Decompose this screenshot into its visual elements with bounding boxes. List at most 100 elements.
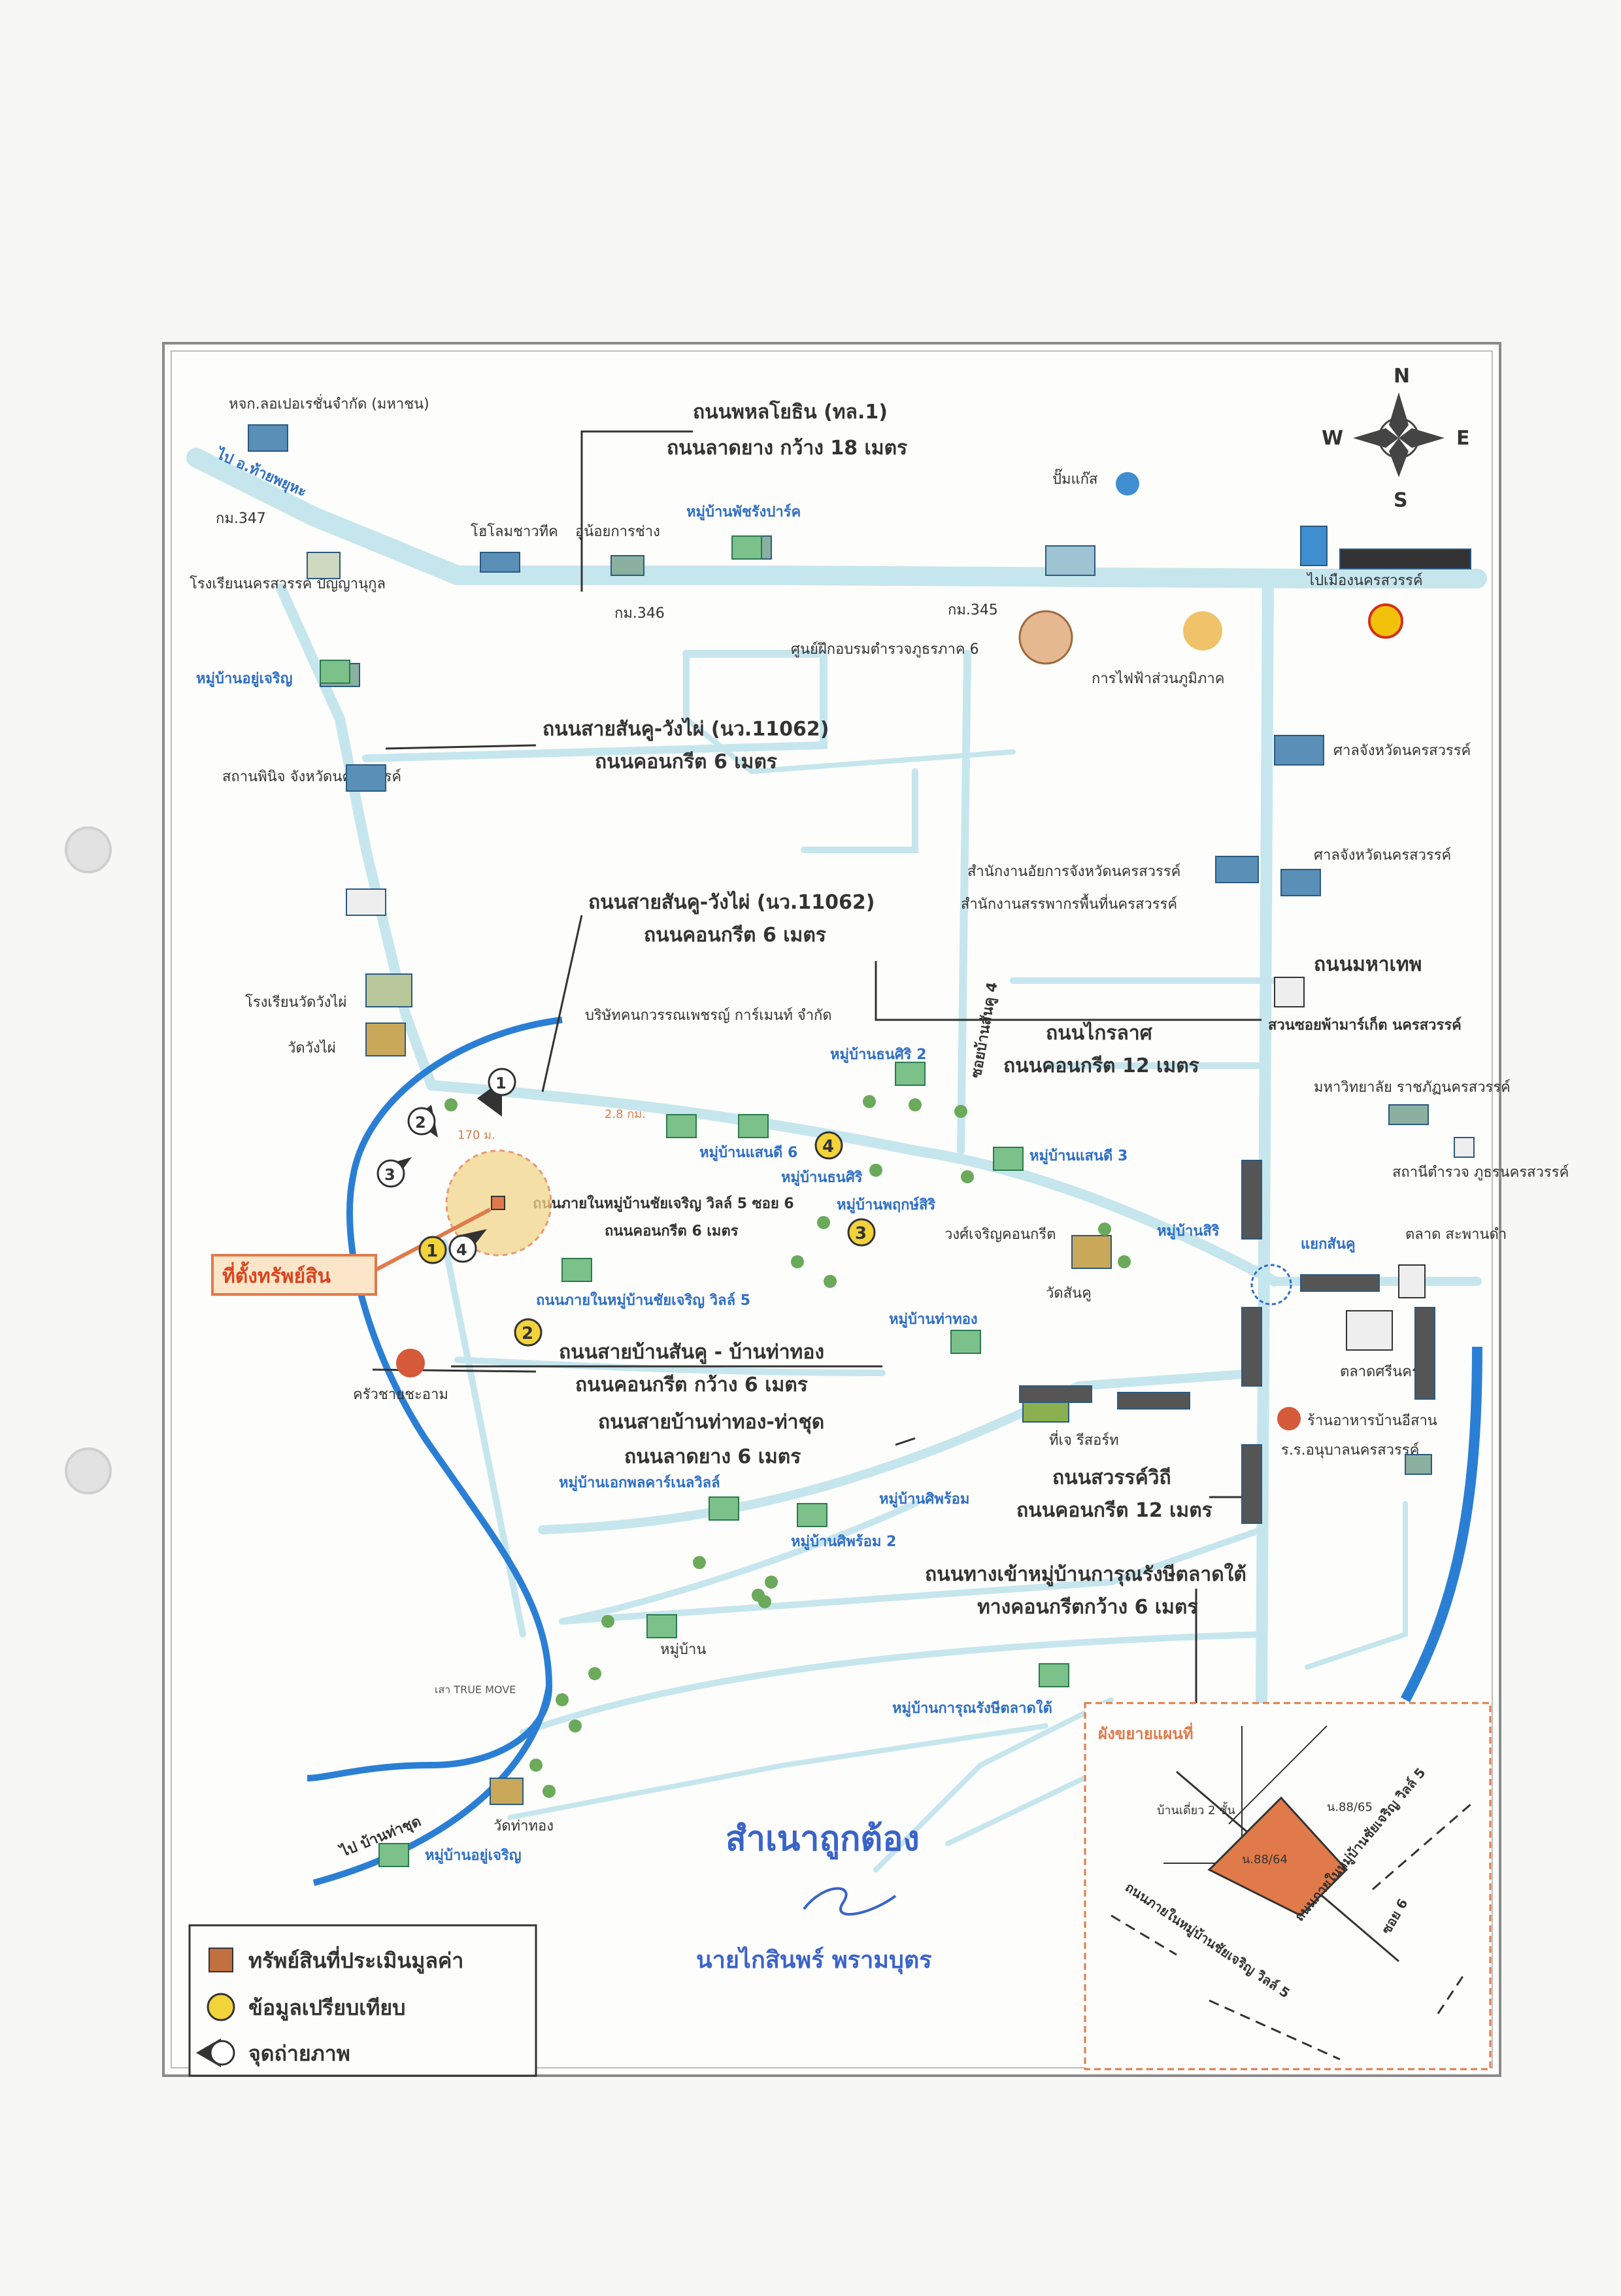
- place-p44: หมู่บ้านศิพร้อม: [879, 1491, 969, 1508]
- place-p22: บริษัทคนกวรรณเพชรญ์ การ์เมนท์ จำกัด: [585, 1007, 832, 1024]
- building-icon: [1274, 977, 1305, 1007]
- place-p20: โรงเรียนวัดวังไผ่: [245, 994, 346, 1011]
- village-icon: [993, 1147, 1024, 1171]
- place-p8: หมู่บ้านพัชรังปาร์ค: [686, 503, 801, 521]
- building-icon: [365, 973, 412, 1007]
- building-icon: [248, 424, 288, 452]
- village-icon: [1039, 1663, 1069, 1687]
- place-p45: หมู่บ้านศิพร้อม 2: [791, 1534, 896, 1551]
- asset-label: ที่ตั้งทรัพย์สิน: [222, 1261, 331, 1288]
- distance-d2: 170 ม.: [458, 1128, 495, 1142]
- building-icon: [480, 552, 520, 573]
- place-p40: ที่เจ รีสอร์ท: [1049, 1430, 1119, 1449]
- building-icon: [1241, 1307, 1262, 1387]
- place-p10: กม.345: [948, 602, 998, 618]
- compass-s: S: [1394, 489, 1408, 512]
- photo-marker-2: [407, 1107, 436, 1136]
- inset-lot1: น.88/65: [1327, 1800, 1373, 1814]
- building-icon: [307, 552, 341, 579]
- village-icon: [738, 1114, 769, 1138]
- village-icon: [646, 1614, 677, 1638]
- road-label-r7-spec: ถนนลาดยาง 6 เมตร: [624, 1445, 801, 1468]
- place-p48: หมู่บ้านการุณรังษีตลาดใต้: [892, 1699, 1052, 1717]
- place-p23: สวนซอยพ้ามาร์เก็ต นครสวรรค์: [1268, 1015, 1462, 1034]
- place-p46: หมู่บ้าน: [660, 1642, 706, 1658]
- punch-hole-2: [65, 1447, 112, 1494]
- building-icon: [365, 1022, 406, 1056]
- place-p36: หมู่บ้านท่าทอง: [889, 1311, 978, 1328]
- road-label-r7-name: ถนนสายบ้านท่าทอง-ท่าชุด: [598, 1411, 824, 1434]
- place-p11: ปั๊มแก๊ส: [1052, 468, 1098, 488]
- legend-swatch-asset: [209, 1948, 233, 1972]
- compass-rose: N S W E: [1322, 365, 1470, 512]
- building-icon: [1388, 1104, 1429, 1125]
- road-label-r11-name: ถนนมหาเทพ: [1314, 953, 1422, 976]
- building-icon: [1414, 1307, 1435, 1400]
- inset-lot2: น.88/64: [1242, 1853, 1288, 1866]
- legend-item-2: ข้อมูลเปรียบเทียบ: [248, 1995, 405, 2021]
- legend-item-1: ทรัพย์สินที่ประเมินมูลค่า: [248, 1946, 463, 1974]
- place-p5: หมู่บ้านอยู่เจริญ: [196, 671, 292, 688]
- photo-marker-1: [488, 1068, 516, 1096]
- village-icon: [797, 1503, 827, 1527]
- place-p28: หมู่บ้านแสนดี 6: [699, 1145, 797, 1162]
- road-labels: ถนนพหลโยธิน (ทล.1) ถนนลาดยาง กว้าง 18 เม…: [533, 399, 1422, 1619]
- place-p18: สำนักงานสรรพากรพื้นที่นครสวรรค์: [961, 894, 1177, 913]
- building-icon: [1405, 1454, 1432, 1475]
- building-icon: [1071, 1235, 1112, 1269]
- road-label-r8-spec: ถนนคอนกรีต 12 เมตร: [1016, 1499, 1212, 1522]
- intersection-marker: [1250, 1264, 1292, 1306]
- building-icon: [1339, 549, 1471, 569]
- place-p17: สำนักงานอัยการจังหวัดนครสวรรค์: [967, 864, 1180, 880]
- gas-pump-icon: [1116, 472, 1139, 496]
- river-east: [1400, 1346, 1482, 1702]
- place-p42: ร.ร.อนุบาลนครสวรรค์: [1281, 1442, 1419, 1459]
- building-icon: [346, 764, 386, 792]
- place-p41: ร้านอาหารบ้านอีสาน: [1307, 1413, 1437, 1429]
- road-label-r3-spec: ถนนคอนกรีต 6 เมตร: [644, 924, 826, 947]
- inset-title: ผังขยายแผนที่: [1098, 1722, 1194, 1743]
- place-labels: หจก.ลอเปอเรชั่นจำกัด (มหาชน) ไป อ.ท้ายพย…: [190, 394, 1569, 1865]
- place-p34: แยกสันคู: [1301, 1236, 1356, 1253]
- road-label-r2-spec: ถนนคอนกรีต 6 เมตร: [595, 751, 777, 773]
- building-icon: [1300, 1274, 1380, 1292]
- road-label-r6-spec: ถนนคอนกรีต กว้าง 6 เมตร: [575, 1374, 808, 1396]
- place-p43: หมู่บ้านเอกพลคาร์เนลวิลล์: [559, 1474, 720, 1492]
- place-p4: โรงเรียนนครสวรรค์ ปัญญานุกูล: [190, 575, 386, 592]
- place-p37: ตลาดศรีนคร: [1340, 1364, 1420, 1380]
- building-icon: [1117, 1392, 1190, 1410]
- photo-marker-4-label: 4: [456, 1241, 467, 1259]
- place-p3: กม.347: [216, 511, 266, 527]
- building-icon: [1454, 1137, 1475, 1158]
- distance-d1: 2.8 กม.: [605, 1107, 646, 1121]
- village-icon: [561, 1258, 592, 1282]
- place-p29: หมู่บ้านธนศิริ: [781, 1170, 863, 1187]
- road-label-r10-name: ถนนไกรลาศ: [1046, 1021, 1153, 1045]
- place-p49: วัดท่าทอง: [493, 1818, 554, 1834]
- river-south: [312, 1686, 552, 1886]
- place-p7: อู่น้อยการช่าง: [575, 524, 660, 540]
- place-p30: หมู่บ้านพฤกษ์สิริ: [837, 1196, 935, 1214]
- road-label-r1-spec: ถนนลาดยาง กว้าง 18 เมตร: [667, 437, 907, 460]
- inset-house: บ้านเดี่ยว 2 ชั้น: [1157, 1802, 1235, 1817]
- road-label-r10-spec: ถนนคอนกรีต 12 เมตร: [1003, 1055, 1199, 1077]
- restaurant-icon: [1277, 1407, 1301, 1430]
- road-label-r5-name: ถนนภายในหมู่บ้านชัยเจริญ วิลล์ 5: [536, 1291, 750, 1309]
- compare-marker-2-label: 2: [522, 1324, 533, 1343]
- compass-n: N: [1394, 365, 1410, 388]
- inset-map: ผังขยายแผนที่ บ้านเดี่ยว 2 ชั้น น.88/65 …: [1084, 1702, 1492, 2070]
- compare-marker-1: [418, 1236, 447, 1264]
- place-p26: สถานีตำรวจ ภูธรนครสวรรค์: [1392, 1164, 1569, 1181]
- road-label-r8-name: ถนนสวรรค์วิถี: [1052, 1466, 1171, 1489]
- compass-w: W: [1322, 427, 1343, 450]
- building-icon: [1300, 526, 1328, 566]
- compare-marker-3: [847, 1218, 876, 1247]
- place-p12: ไปเมืองนครสวรรค์: [1306, 572, 1423, 589]
- place-p13: ศูนย์ฝึกอบรมตำรวจภูธรภาค 6: [791, 641, 979, 658]
- signature-mark: [803, 1887, 897, 1916]
- place-p51: หมู่บ้านอยู่เจริญ: [425, 1848, 521, 1865]
- building-icon: [1398, 1264, 1426, 1298]
- village-icon: [950, 1330, 981, 1354]
- building-icon: [1346, 1310, 1393, 1351]
